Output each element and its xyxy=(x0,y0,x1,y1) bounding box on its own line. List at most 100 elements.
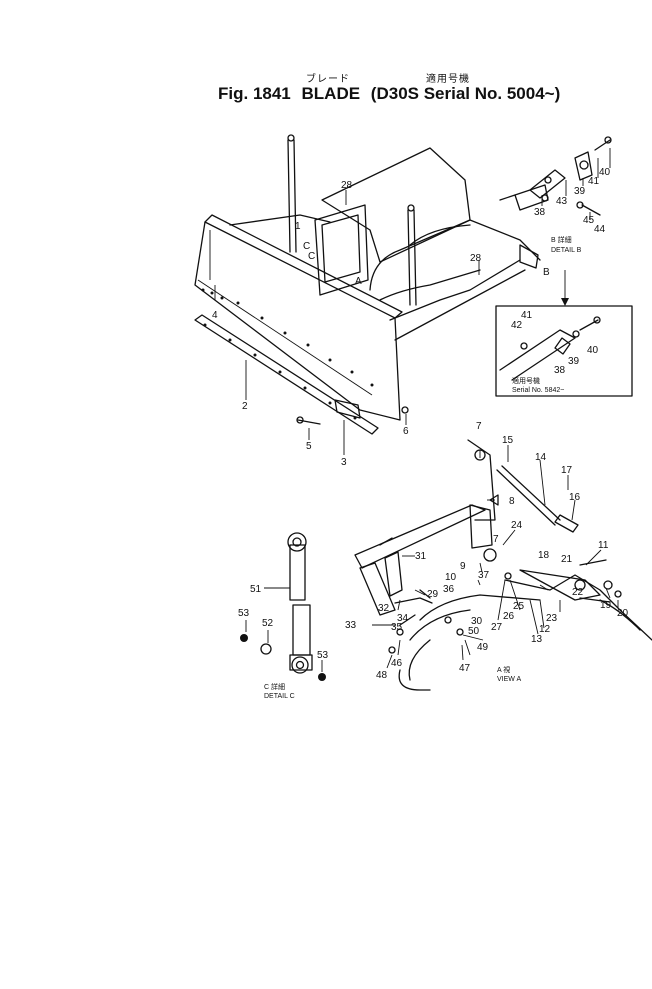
callout-19: 19 xyxy=(600,600,612,611)
callout-23: 23 xyxy=(546,613,558,624)
blade-plate xyxy=(194,221,401,421)
callout-46: 46 xyxy=(391,658,403,669)
figure-title: ブレード 適用号機 Fig. 1841 BLADE (D30S Serial N… xyxy=(218,70,638,110)
end-bit xyxy=(334,399,361,419)
detail-b-header: B 詳細 xyxy=(551,235,572,244)
nut-6 xyxy=(401,406,409,414)
callout-25: 25 xyxy=(513,601,525,612)
callout-39: 39 xyxy=(568,356,580,367)
callout-29: 29 xyxy=(427,589,439,600)
callout-10: 10 xyxy=(445,572,457,583)
callout-32: 32 xyxy=(378,603,390,614)
callout-8: 8 xyxy=(509,496,515,507)
leader-lines-view-a xyxy=(372,445,619,669)
callout-15: 15 xyxy=(502,435,514,446)
callout-22: 22 xyxy=(572,587,584,598)
callout-16: 16 xyxy=(569,492,581,503)
callout-39: 39 xyxy=(574,186,586,197)
lift-rod-left xyxy=(287,139,291,253)
marker-c: C xyxy=(303,241,310,252)
callout-44: 44 xyxy=(594,224,606,235)
view-a-assembly xyxy=(354,439,652,691)
detail-b-inset xyxy=(495,305,633,397)
callout-30: 30 xyxy=(471,616,483,627)
seal-53a xyxy=(240,634,248,642)
callout-28: 28 xyxy=(470,253,482,264)
callout-6: 6 xyxy=(403,426,409,437)
callout-53: 53 xyxy=(238,608,250,619)
cutting-edge xyxy=(194,314,379,435)
detail-b-arrowhead xyxy=(561,298,569,306)
callout-38: 38 xyxy=(534,207,546,218)
callout-20: 20 xyxy=(617,608,629,619)
leader-lines-main xyxy=(214,190,480,455)
detail-c-title: DETAIL C xyxy=(264,693,295,700)
callout-7: 7 xyxy=(476,421,482,432)
callout-17: 17 xyxy=(561,465,573,476)
callout-27: 27 xyxy=(491,622,503,633)
callout-18: 18 xyxy=(538,550,550,561)
callout-24: 24 xyxy=(511,520,523,531)
callout-49: 49 xyxy=(477,642,489,653)
callout-36: 36 xyxy=(443,584,455,595)
callout-45: 45 xyxy=(583,215,595,226)
lift-rod-right xyxy=(407,209,411,306)
callout-3: 3 xyxy=(341,457,347,468)
callout-41: 41 xyxy=(588,176,600,187)
callout-35: 35 xyxy=(391,622,403,633)
detail-b-title: DETAIL B xyxy=(551,247,582,254)
callout-labels: 28 28 C C A B 1 4 2 3 5 6 40 41 39 43 38… xyxy=(212,167,629,700)
marker-a: A xyxy=(355,276,362,287)
callout-48: 48 xyxy=(376,670,388,681)
callout-52: 52 xyxy=(262,618,274,629)
tractor-hood xyxy=(321,147,471,263)
leader-lines-detail-c xyxy=(245,587,323,672)
callout-21: 21 xyxy=(561,554,573,565)
callout-26: 26 xyxy=(503,611,515,622)
part-name: BLADE xyxy=(301,84,361,103)
model-serial: (D30S Serial No. 5004~) xyxy=(370,84,561,103)
callout-2: 2 xyxy=(242,401,248,412)
marker-b: B xyxy=(543,267,550,278)
callout-40: 40 xyxy=(587,345,599,356)
callout-47: 47 xyxy=(459,663,471,674)
callout-38: 38 xyxy=(554,365,566,376)
blade-assembly xyxy=(194,134,549,421)
callout-41: 41 xyxy=(521,310,533,321)
detail-b-top-parts xyxy=(529,136,612,216)
callout-40: 40 xyxy=(599,167,611,178)
callout-31: 31 xyxy=(415,551,427,562)
callout-9: 9 xyxy=(460,561,466,572)
cutting-edge-holes xyxy=(201,288,374,387)
callout-7: 7 xyxy=(493,534,499,545)
detail-c-jp: C 詳細 xyxy=(264,682,285,691)
callout-43: 43 xyxy=(556,196,568,207)
callout-37: 37 xyxy=(478,570,490,581)
push-arm-left xyxy=(229,214,331,226)
callout-1: 1 xyxy=(295,221,301,232)
callout-33: 33 xyxy=(345,620,357,631)
callout-34: 34 xyxy=(397,613,409,624)
detail-b-serial-jp: 適用号機 xyxy=(512,376,540,385)
callout-4: 4 xyxy=(212,310,218,321)
callout-5: 5 xyxy=(306,441,312,452)
bolt-5 xyxy=(296,416,321,425)
fig-label: Fig. 1841 xyxy=(218,84,291,103)
callout-14: 14 xyxy=(535,452,547,463)
callout-42: 42 xyxy=(511,320,523,331)
marker-c: C xyxy=(308,251,315,262)
title-jp-part-name: ブレード xyxy=(306,74,350,85)
seal-53b xyxy=(318,673,326,681)
callout-13: 13 xyxy=(531,634,543,645)
callout-51: 51 xyxy=(250,584,262,595)
push-arm-right xyxy=(389,259,521,321)
view-a-jp: A 視 xyxy=(497,665,510,674)
callout-12: 12 xyxy=(539,624,551,635)
callout-28: 28 xyxy=(341,180,353,191)
title-main: Fig. 1841 BLADE (D30S Serial No. 5004~) xyxy=(218,84,566,104)
bushing-52 xyxy=(260,643,272,655)
view-a-title: VIEW A xyxy=(497,676,521,683)
detail-b-serial: Serial No. 5842~ xyxy=(512,387,564,394)
callout-11: 11 xyxy=(598,540,609,551)
